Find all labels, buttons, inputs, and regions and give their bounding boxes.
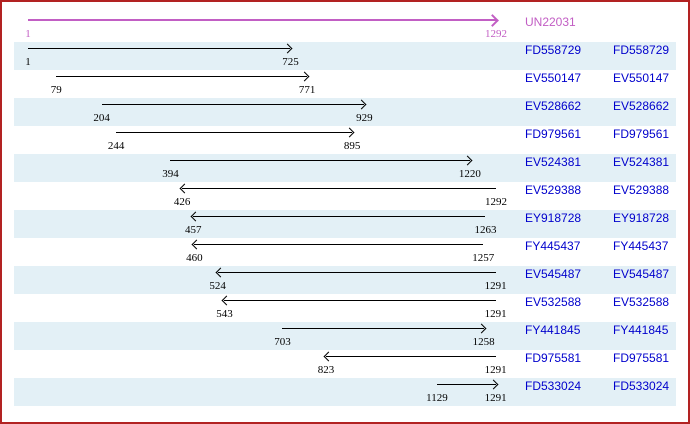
- reference-row: 1 1292 UN22031: [14, 14, 676, 42]
- read-row: 204 929 EV528662 EV528662: [14, 98, 676, 126]
- end-coordinate: 771: [298, 84, 316, 96]
- accession-link[interactable]: FY445437: [613, 239, 669, 253]
- accession-link[interactable]: EV528662: [525, 99, 582, 113]
- end-coordinate: 1257: [472, 252, 495, 264]
- accession-link[interactable]: EV529388: [613, 183, 670, 197]
- end-coordinate: 1291: [484, 308, 507, 320]
- read-row: 79 771 EV550147 EV550147: [14, 70, 676, 98]
- start-coordinate: 204: [93, 112, 110, 124]
- accession-link[interactable]: FD979561: [613, 127, 670, 141]
- accession-link[interactable]: FD975581: [525, 351, 582, 365]
- read-arrow-left: [325, 356, 496, 357]
- end-coordinate: 1291: [484, 364, 507, 376]
- read-arrow-right: [116, 132, 353, 133]
- accession-link[interactable]: FD979561: [525, 127, 582, 141]
- accession-link[interactable]: FD558729: [525, 43, 582, 57]
- accession-link[interactable]: EV524381: [525, 155, 582, 169]
- start-coordinate: 524: [209, 280, 226, 292]
- read-row: 1 725 FD558729 FD558729: [14, 42, 676, 70]
- read-arrow-left: [182, 188, 496, 189]
- read-row: 394 1220 EV524381 EV524381: [14, 154, 676, 182]
- accession-link[interactable]: EV532588: [525, 295, 582, 309]
- start-coordinate: 543: [216, 308, 233, 320]
- start-coordinate: 1129: [426, 392, 448, 404]
- start-coordinate: 703: [274, 336, 291, 348]
- start-coordinate: 457: [185, 224, 202, 236]
- start-coordinate: 79: [50, 84, 62, 96]
- read-row: 457 1263 EY918728 EY918728: [14, 210, 676, 238]
- accession-link[interactable]: FY441845: [525, 323, 581, 337]
- read-row: 543 1291 EV532588 EV532588: [14, 294, 676, 322]
- accession-link[interactable]: FD533024: [613, 379, 670, 393]
- end-coordinate: 1291: [484, 392, 507, 404]
- start-coordinate: 244: [107, 140, 125, 152]
- read-arrow-left: [217, 272, 496, 273]
- end-coordinate: 1291: [484, 280, 507, 292]
- start-coordinate: 1: [25, 56, 31, 68]
- start-coordinate: 426: [173, 196, 191, 208]
- accession-link[interactable]: EV545487: [613, 267, 670, 281]
- accession-link[interactable]: FD533024: [525, 379, 582, 393]
- start-coordinate: 460: [186, 252, 203, 264]
- reference-arrow-right: [28, 19, 496, 21]
- read-arrow-right: [28, 48, 291, 49]
- start-coordinate: 394: [162, 168, 179, 180]
- accession-link[interactable]: EV550147: [613, 71, 670, 85]
- accession-link[interactable]: EY918728: [613, 211, 670, 225]
- read-arrow-right: [282, 328, 484, 329]
- read-arrow-left: [193, 216, 486, 217]
- end-coordinate: 725: [282, 56, 299, 68]
- accession-link[interactable]: EV529388: [525, 183, 582, 197]
- accession-link[interactable]: FY441845: [613, 323, 669, 337]
- end-coordinate: 929: [356, 112, 373, 124]
- read-row: 1129 1291 FD533024 FD533024: [14, 378, 676, 406]
- read-arrow-right: [56, 76, 308, 77]
- start-coordinate: 823: [317, 364, 335, 376]
- end-coordinate: 1292: [485, 196, 507, 208]
- read-row: 823 1291 FD975581 FD975581: [14, 350, 676, 378]
- start-coordinate: 1: [25, 28, 31, 40]
- end-coordinate: 1258: [472, 336, 495, 348]
- read-arrow-right: [101, 104, 365, 105]
- read-row: 460 1257 FY445437 FY445437: [14, 238, 676, 266]
- accession-link[interactable]: FD975581: [613, 351, 670, 365]
- read-row: 244 895 FD979561 FD979561: [14, 126, 676, 154]
- end-coordinate: 1263: [474, 224, 497, 236]
- read-arrow-right: [436, 384, 496, 385]
- accession-link[interactable]: EV545487: [525, 267, 582, 281]
- end-coordinate: 1220: [458, 168, 481, 180]
- accession-link[interactable]: EV532588: [613, 295, 670, 309]
- read-arrow-right: [170, 160, 470, 161]
- read-arrow-left: [194, 244, 484, 245]
- read-arrow-left: [224, 300, 496, 301]
- accession-link[interactable]: EY918728: [525, 211, 582, 225]
- accession-link[interactable]: EV524381: [613, 155, 670, 169]
- read-row: 524 1291 EV545487 EV545487: [14, 266, 676, 294]
- end-coordinate: 895: [343, 140, 361, 152]
- end-coordinate: 1292: [485, 28, 507, 40]
- accession-link[interactable]: EV528662: [613, 99, 670, 113]
- accession-link[interactable]: FD558729: [613, 43, 670, 57]
- accession-link[interactable]: FY445437: [525, 239, 581, 253]
- read-row: 703 1258 FY441845 FY441845: [14, 322, 676, 350]
- reference-accession-label: UN22031: [525, 15, 576, 29]
- accession-link[interactable]: EV550147: [525, 71, 582, 85]
- read-row: 426 1292 EV529388 EV529388: [14, 182, 676, 210]
